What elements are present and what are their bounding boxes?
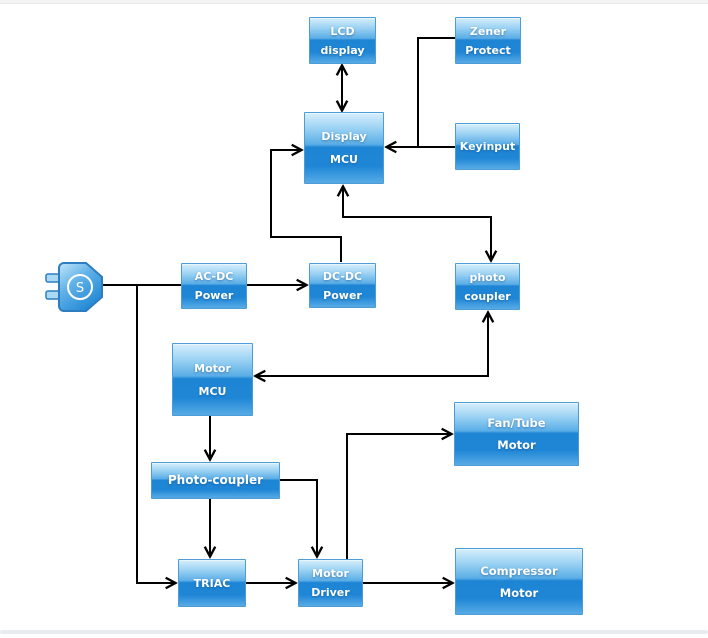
edge-display-mcu-photo-coupler <box>343 187 491 260</box>
node-label: Photo-coupler <box>167 473 264 487</box>
node-motor-driver: Motor Driver <box>298 559 363 607</box>
node-ac-dc-power: AC-DC Power <box>181 263 247 309</box>
node-label: coupler <box>464 289 511 303</box>
node-label: Power <box>323 288 362 302</box>
node-label: photo <box>469 270 506 284</box>
node-triac: TRIAC <box>178 559 246 607</box>
edge-plug-triac <box>136 285 175 583</box>
node-label: Motor <box>499 585 539 600</box>
plug-body <box>58 262 103 312</box>
node-zener-protect: Zener Protect <box>455 17 521 64</box>
node-label: MCU <box>198 384 227 398</box>
node-photo-coupler: photo coupler <box>455 263 520 310</box>
node-fan-tube-motor: Fan/Tube Motor <box>454 402 579 466</box>
node-motor-mcu: Motor MCU <box>172 343 253 416</box>
node-label: Fan/Tube <box>487 416 546 430</box>
plug-circle <box>67 274 93 300</box>
power-plug-icon: S <box>45 262 103 312</box>
node-label: Keyinput <box>459 140 516 153</box>
node-label: Protect <box>465 43 511 57</box>
edge-zener-protect-display-mcu <box>417 37 455 146</box>
node-label: Motor <box>497 438 536 452</box>
page-top-border <box>0 0 708 4</box>
node-lcd-display: LCD display <box>309 17 376 64</box>
edge-photo-coupler-motor-mcu <box>256 313 488 376</box>
node-dc-dc-power: DC-DC Power <box>309 263 376 308</box>
plug-symbol: S <box>76 281 84 296</box>
node-label: Motor <box>194 361 231 375</box>
node-label: Driver <box>311 586 350 599</box>
node-label: MCU <box>330 153 358 166</box>
node-label: Compressor <box>480 563 558 578</box>
node-compressor-motor: Compressor Motor <box>455 548 583 615</box>
node-label: LCD <box>330 24 355 38</box>
node-label: DC-DC <box>322 269 363 283</box>
edge-motor-driver-fan-tube-motor <box>346 434 451 559</box>
edge-photo-coupler-2-motor-driver <box>280 479 317 556</box>
node-label: AC-DC <box>194 270 234 283</box>
node-label: Power <box>194 289 234 302</box>
page-bottom-border <box>0 630 708 634</box>
node-label: Zener <box>469 24 507 38</box>
node-label: TRIAC <box>193 576 231 590</box>
node-photo-coupler-2: Photo-coupler <box>151 462 280 499</box>
node-display-mcu: Display MCU <box>304 112 384 184</box>
node-label: Display <box>321 130 367 143</box>
node-label: Motor <box>312 567 349 580</box>
node-keyinput: Keyinput <box>455 123 520 170</box>
node-label: display <box>320 43 365 57</box>
